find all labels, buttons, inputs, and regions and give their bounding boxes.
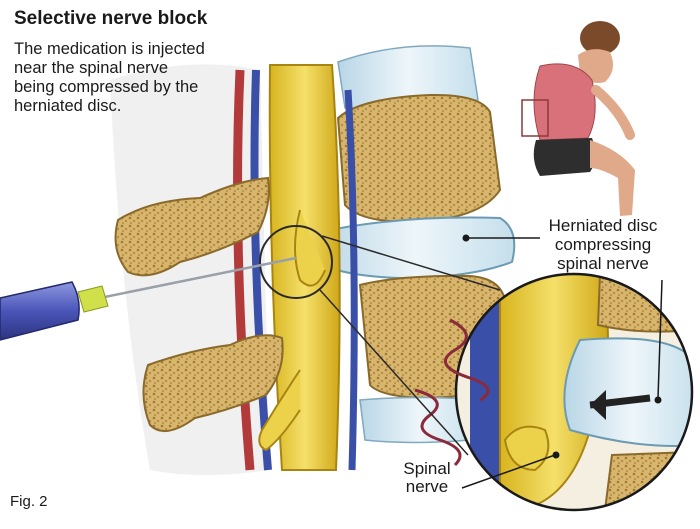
- page-title: Selective nerve block: [14, 8, 208, 29]
- pain-wave-2: [414, 388, 462, 467]
- disc-arrow-dot: [654, 396, 662, 404]
- magnified-view: [454, 272, 694, 512]
- artery: [233, 69, 255, 471]
- herniated-disc-label-line: Herniated disc: [548, 216, 658, 235]
- disc-arrow-line: [657, 279, 663, 399]
- description-line: being compressed by the: [14, 78, 199, 96]
- spinal-nerve-label-line: Spinal: [403, 459, 451, 478]
- herniated-disc-label-line: compressing: [554, 235, 652, 254]
- description: The medication is injected near the spin…: [14, 40, 264, 116]
- upper-vertebral-body: [336, 93, 502, 224]
- herniated-disc-label: Herniated disc compressing spinal nerve: [528, 216, 678, 273]
- herniated-disc: [316, 216, 516, 280]
- syringe-hub: [77, 285, 109, 313]
- syringe-needle: [89, 256, 297, 302]
- nerve-leader-dot: [552, 451, 560, 459]
- nerve-root-upper: [294, 209, 326, 287]
- spinal-nerve-label-line: nerve: [405, 477, 449, 496]
- syringe-barrel: [0, 281, 80, 341]
- pain-wave-1: [443, 318, 490, 402]
- lower-spinous-process: [142, 334, 284, 433]
- injection-target-circle: [259, 225, 333, 299]
- upper-spinous-process: [114, 176, 270, 277]
- disc-leader-dot: [462, 234, 470, 242]
- spinal-nerve-label: Spinal nerve: [392, 460, 462, 496]
- zoom-connector-lower: [319, 289, 469, 456]
- description-line: near the spinal nerve: [14, 59, 169, 77]
- patient-figure: [521, 21, 635, 216]
- nerve-root-lower: [258, 369, 301, 452]
- zoom-connector-upper: [321, 235, 501, 291]
- figure-label: Fig. 2: [10, 493, 48, 510]
- vein: [250, 69, 272, 471]
- nerve-leader-line: [461, 454, 556, 489]
- description-line: The medication is injected: [14, 40, 205, 58]
- herniated-disc-label-line: spinal nerve: [557, 254, 649, 273]
- description-line: herniated disc.: [14, 97, 122, 115]
- vein-right: [344, 89, 358, 471]
